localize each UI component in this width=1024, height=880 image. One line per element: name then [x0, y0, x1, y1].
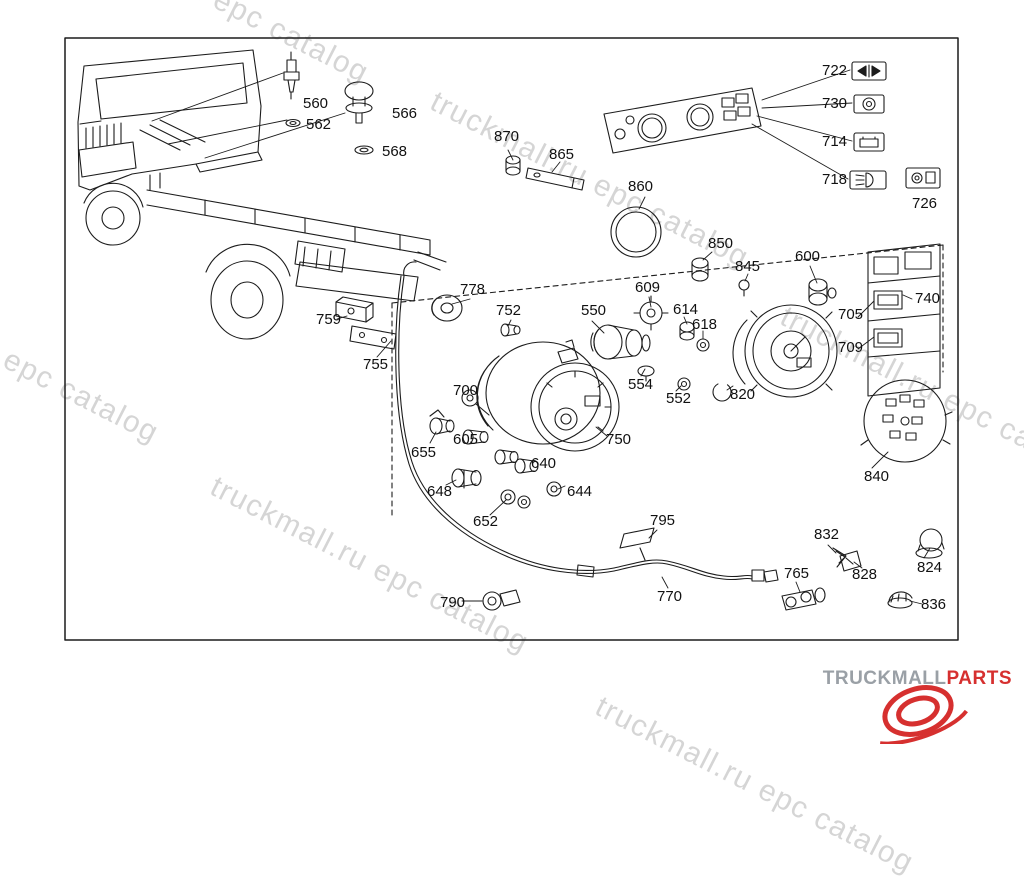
valve-566: [344, 81, 374, 124]
part-label-652: 652: [473, 513, 499, 530]
diagram-frame: [64, 37, 959, 641]
headlight-icon: [849, 170, 887, 190]
part-label-648: 648: [427, 483, 453, 500]
part-label-562: 562: [306, 116, 332, 133]
part-label-609: 609: [635, 279, 661, 296]
part-label-554: 554: [628, 376, 654, 393]
part-label-568: 568: [382, 143, 408, 160]
part-label-705: 705: [838, 306, 864, 323]
part-label-832: 832: [814, 526, 840, 543]
speedometer: [476, 339, 620, 452]
brand-logo: TRUCKMALLPARTS: [823, 660, 1014, 746]
part-label-605: 605: [453, 431, 479, 448]
part-label-718: 718: [822, 171, 848, 188]
fitting-790: [482, 589, 521, 611]
connector-panel: [867, 243, 941, 397]
instrument-cluster: [603, 87, 762, 154]
bulb-648: [451, 468, 482, 489]
small-parts: [283, 51, 945, 611]
brand-name-red: PARTS: [946, 668, 1012, 689]
part-label-614: 614: [673, 301, 699, 318]
part-label-644: 644: [567, 483, 593, 500]
part-label-740: 740: [915, 290, 941, 307]
panel-outline: [391, 244, 944, 517]
part-label-770: 770: [657, 588, 683, 605]
part-label-759: 759: [316, 311, 342, 328]
part-label-755: 755: [363, 356, 389, 373]
part-label-714: 714: [822, 133, 848, 150]
gauge-disc: [860, 379, 953, 463]
bulb-605: [462, 429, 489, 445]
clip-795: [619, 527, 655, 561]
parts-diagram-drawing: [64, 37, 959, 641]
part-label-726: 726: [912, 195, 938, 212]
cable-assembly: [395, 261, 779, 583]
bulb-655: [429, 409, 455, 435]
sender-600: [808, 278, 837, 306]
part-label-778: 778: [460, 281, 486, 298]
grommet-870: [505, 155, 521, 176]
switch-765: [781, 587, 826, 611]
bracket-865: [525, 167, 585, 191]
battery-icon: [853, 132, 885, 152]
wheel-logo-icon: [879, 685, 968, 744]
part-label-566: 566: [392, 105, 418, 122]
control-unit-icon: [905, 167, 941, 189]
part-label-750: 750: [606, 431, 632, 448]
part-label-600: 600: [795, 248, 821, 265]
part-label-860: 860: [628, 178, 654, 195]
part-label-765: 765: [784, 565, 810, 582]
part-label-828: 828: [852, 566, 878, 583]
part-label-552: 552: [666, 390, 692, 407]
part-label-655: 655: [411, 444, 437, 461]
part-label-730: 730: [822, 95, 848, 112]
part-label-560: 560: [303, 95, 329, 112]
grommet-778: [431, 294, 463, 322]
chassis-frame: [146, 189, 447, 340]
part-label-824: 824: [917, 559, 943, 576]
plate-755: [349, 325, 397, 350]
bracket-759: [335, 296, 374, 323]
brand-name-gray: TRUCKMALL: [822, 668, 947, 689]
leader-lines: [151, 69, 931, 605]
part-label-752: 752: [496, 302, 522, 319]
truck-cab: [77, 49, 263, 246]
part-label-618: 618: [692, 316, 718, 333]
bulbs-640: [494, 449, 539, 474]
part-label-820: 820: [730, 386, 756, 403]
turn-signal-icon: [851, 61, 887, 81]
pin-752: [500, 323, 521, 337]
part-label-795: 795: [650, 512, 676, 529]
part-label-722: 722: [822, 62, 848, 79]
part-label-870: 870: [494, 128, 520, 145]
indicator-icons: [849, 61, 941, 190]
part-label-550: 550: [581, 302, 607, 319]
tachograph: [732, 304, 838, 398]
part-label-836: 836: [921, 596, 947, 613]
part-label-845: 845: [735, 258, 761, 275]
part-label-865: 865: [549, 146, 575, 163]
part-label-790: 790: [440, 594, 466, 611]
part-label-640: 640: [531, 455, 557, 472]
spark-plug-560: [283, 51, 300, 100]
part-label-840: 840: [864, 468, 890, 485]
valve-609: [633, 295, 669, 331]
part-label-850: 850: [708, 235, 734, 252]
indicator-lamp-icon: [853, 94, 885, 114]
part-label-709: 709: [838, 339, 864, 356]
switch-550: [590, 324, 651, 360]
bulb-850: [691, 257, 709, 282]
part-label-700: 700: [453, 382, 479, 399]
brand-name: TRUCKMALLPARTS: [823, 668, 1012, 690]
